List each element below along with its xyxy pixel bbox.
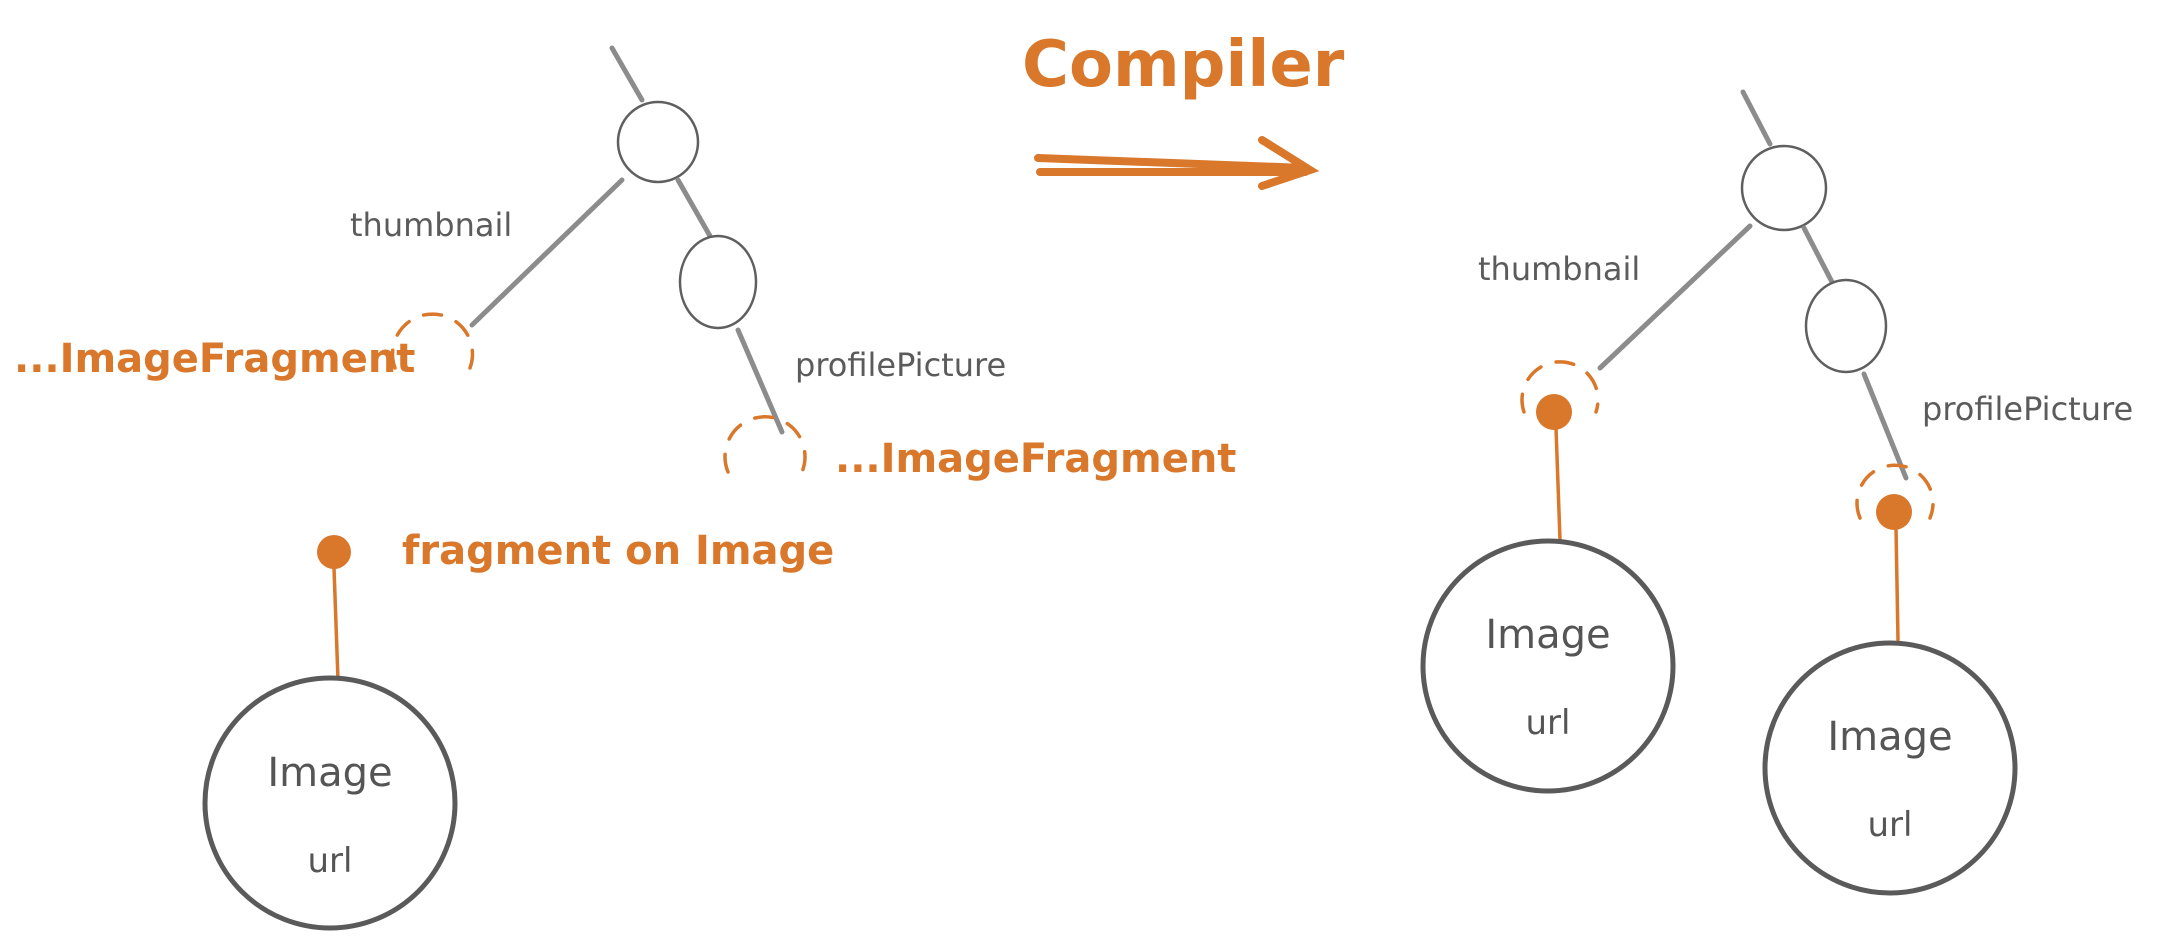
right-image2-field: url	[1868, 805, 1913, 845]
right-profile-link	[1894, 526, 1900, 642]
left-spread-profile: ...ImageFragment	[835, 436, 1236, 482]
left-profile-edge	[735, 327, 785, 435]
right-thumbnail-edge	[1597, 223, 1753, 371]
left-root-node	[616, 100, 700, 184]
right-thumbnail-link	[1554, 426, 1562, 542]
fragment-definition-label: fragment on Image	[402, 528, 834, 574]
right-thumbnail-anchor-dot	[1536, 394, 1572, 430]
left-tree: thumbnail profilePicture ...ImageFragmen…	[14, 45, 1236, 931]
right-image1-type: Image	[1485, 612, 1610, 658]
compiler-arrow	[1034, 136, 1320, 190]
left-profile-label: profilePicture	[795, 346, 1006, 384]
right-child-edge	[1801, 225, 1835, 285]
right-image2-type: Image	[1827, 714, 1952, 760]
right-root-node	[1740, 144, 1828, 232]
left-thumbnail-label: thumbnail	[350, 206, 512, 244]
right-thumbnail-label: thumbnail	[1478, 250, 1640, 288]
fragment-anchor-dot	[317, 535, 351, 569]
left-profile-placeholder	[723, 415, 807, 474]
left-child-node	[678, 234, 758, 330]
right-profile-anchor-dot	[1876, 494, 1912, 530]
right-thumbnail-dashed-ring	[1520, 360, 1600, 414]
right-child-node	[1804, 278, 1888, 374]
compiler-title: Compiler	[1022, 28, 1345, 102]
left-thumbnail-placeholder	[390, 312, 475, 370]
right-image1-field: url	[1526, 703, 1571, 743]
fragment-link	[332, 566, 340, 682]
left-image-node	[202, 675, 458, 931]
left-image-field: url	[308, 841, 353, 881]
left-spread-thumbnail: ...ImageFragment	[14, 336, 415, 382]
right-tree: thumbnail profilePicture Image url Image…	[1420, 89, 2133, 896]
right-image-node-1	[1420, 538, 1676, 794]
left-root-stub	[609, 45, 645, 103]
left-image-type: Image	[267, 750, 392, 796]
right-profile-edge	[1861, 371, 1909, 481]
right-root-stub	[1740, 89, 1773, 147]
left-thumbnail-edge	[469, 177, 625, 328]
right-profile-label: profilePicture	[1922, 390, 2133, 428]
left-child-edge	[675, 177, 713, 239]
right-profile-dashed-ring	[1855, 463, 1935, 520]
right-image-node-2	[1762, 640, 2018, 896]
